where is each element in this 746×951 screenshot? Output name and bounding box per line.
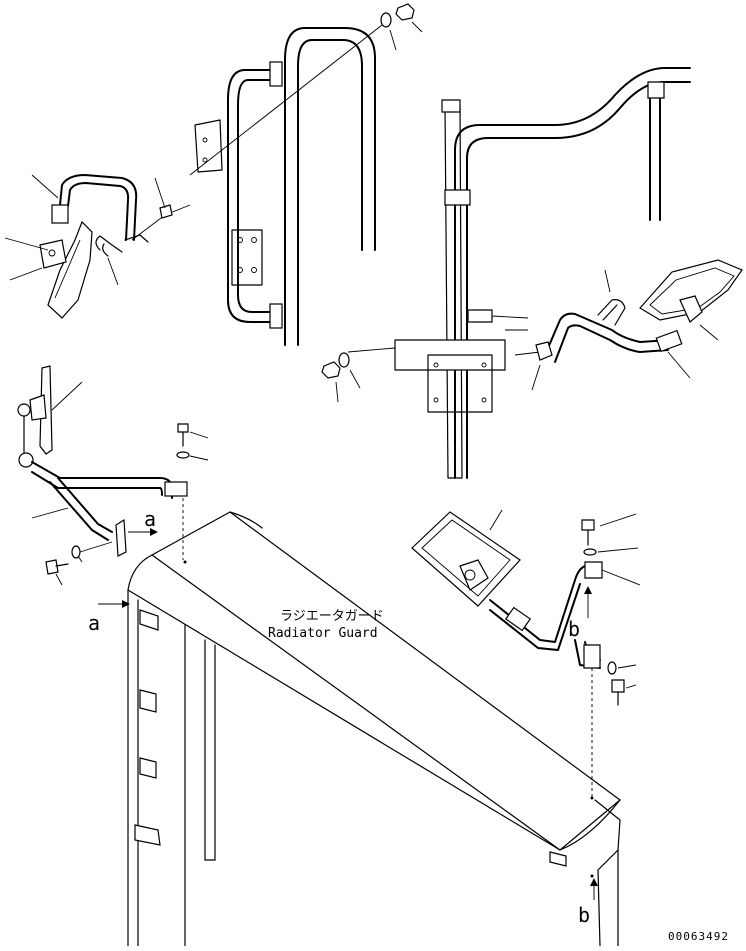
grab-rail-left [194, 27, 376, 346]
view-a-ref-label: a [88, 611, 100, 635]
view-b-mirror-assembly [411, 509, 641, 798]
view-b-arrow-label: b [568, 617, 580, 641]
guard-label-jp: ラジエータガード [280, 609, 384, 624]
view-a-arrow-label: a [144, 507, 156, 531]
grab-rail-right [321, 67, 691, 479]
radiator-guard [98, 511, 621, 947]
view-a-mirror-assembly [17, 365, 209, 586]
mirror-stay-left [4, 174, 191, 319]
guard-label-en: Radiator Guard [268, 626, 378, 641]
mirror-stay-right [514, 259, 743, 391]
drawing-number: 00063492 [668, 930, 729, 943]
top-fasteners [189, 3, 423, 176]
view-b-ref-label: b [578, 903, 590, 927]
